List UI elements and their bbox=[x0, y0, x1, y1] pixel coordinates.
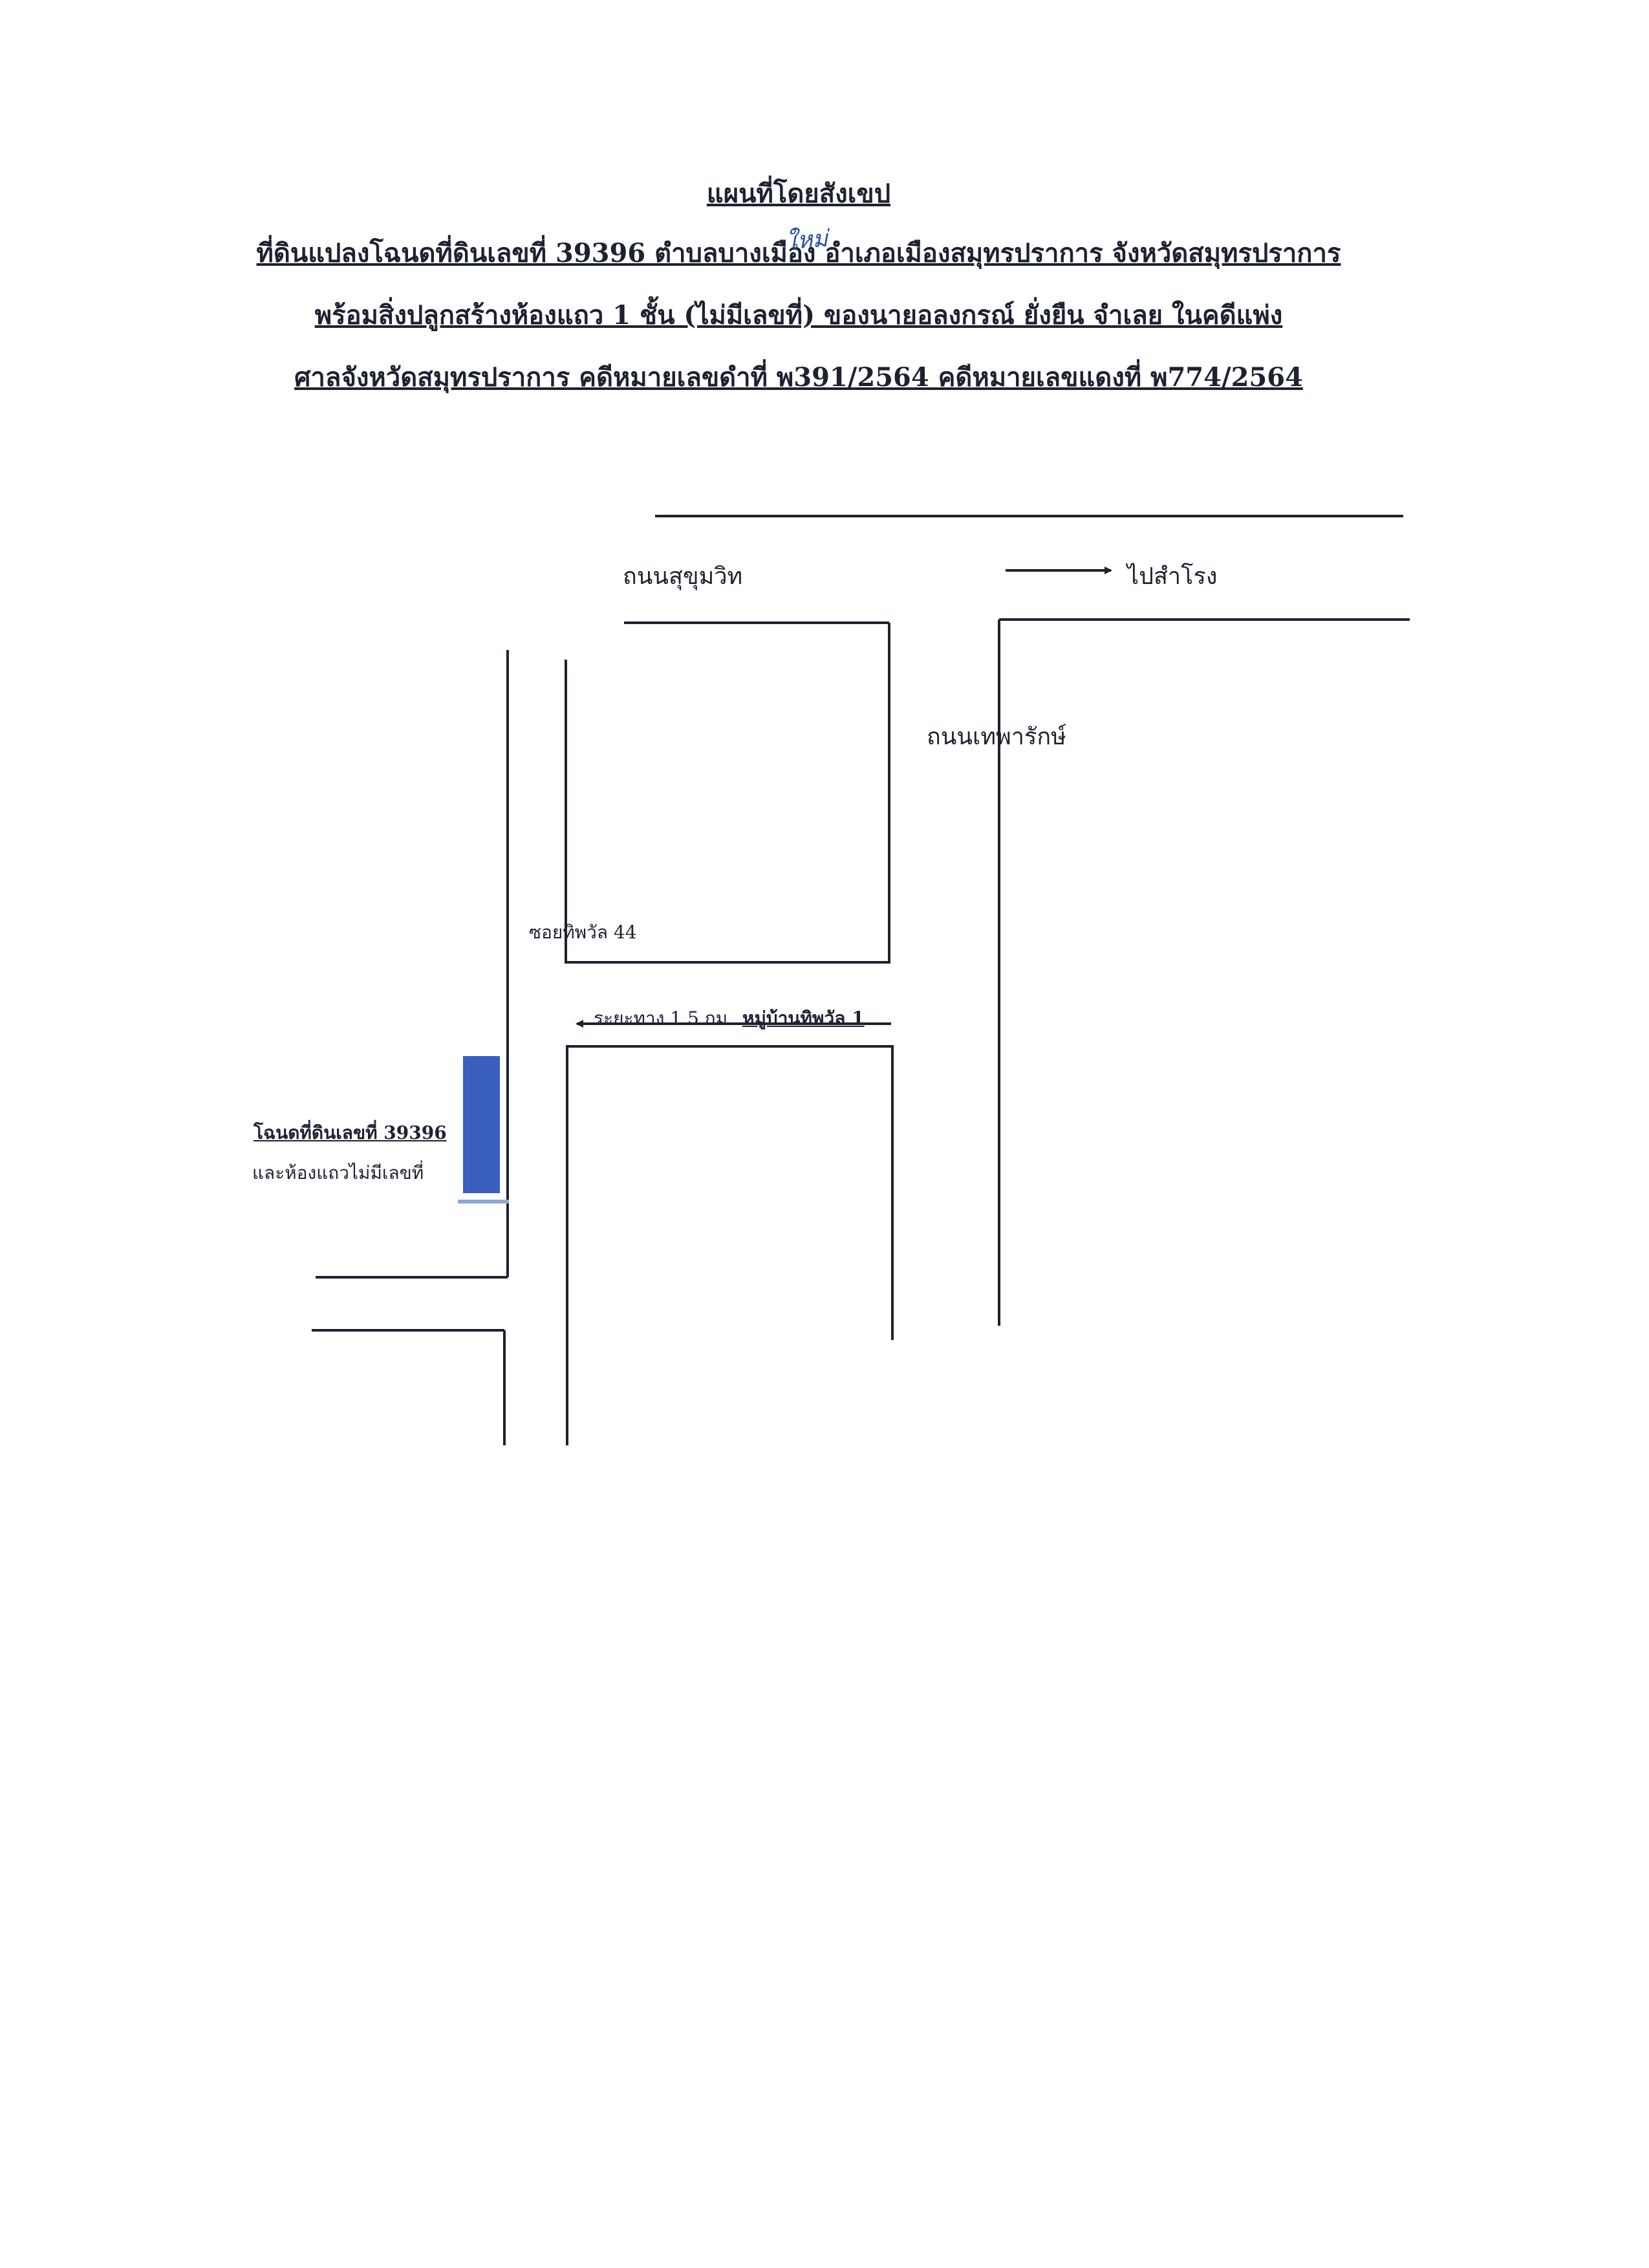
block-lower bbox=[566, 1045, 894, 1445]
label-road-sukhumvit: ถนนสุขุมวิท bbox=[623, 563, 743, 590]
block-upper bbox=[565, 623, 890, 964]
label-parcel-shophouse: และห้องแถวไม่มีเลขที่ bbox=[252, 1162, 424, 1183]
label-soi-tiphawan-44: ซอยทิพวัล 44 bbox=[529, 922, 637, 943]
title-line-1: ที่ดินแปลงโฉนดที่ดินเลขที่ 39396 ตำบลบาง… bbox=[256, 238, 1341, 268]
land-parcel bbox=[463, 1056, 500, 1193]
label-village: หมู่บ้านทิพวัล 1 bbox=[742, 1008, 865, 1029]
title-block: แผนที่โดยสังเขป ที่ดินแปลงโฉนดที่ดินเลขท… bbox=[0, 181, 1597, 391]
label-distance: ระยะทาง 1.5 กม bbox=[594, 1008, 728, 1029]
title-line-3: ศาลจังหวัดสมุทรปราการ คดีหมายเลขดำที่ พ3… bbox=[294, 362, 1303, 393]
label-to-samrong: ไปสำโรง bbox=[1127, 563, 1218, 590]
label-parcel-deed: โฉนดที่ดินเลขที่ 39396 bbox=[253, 1122, 447, 1143]
title-line-2: พร้อมสิ่งปลูกสร้างห้องแถว 1 ชั้น (ไม่มีเ… bbox=[314, 300, 1283, 330]
label-road-theparak: ถนนเทพารักษ์ bbox=[927, 724, 1066, 750]
map-title: แผนที่โดยสังเขป bbox=[706, 178, 891, 209]
